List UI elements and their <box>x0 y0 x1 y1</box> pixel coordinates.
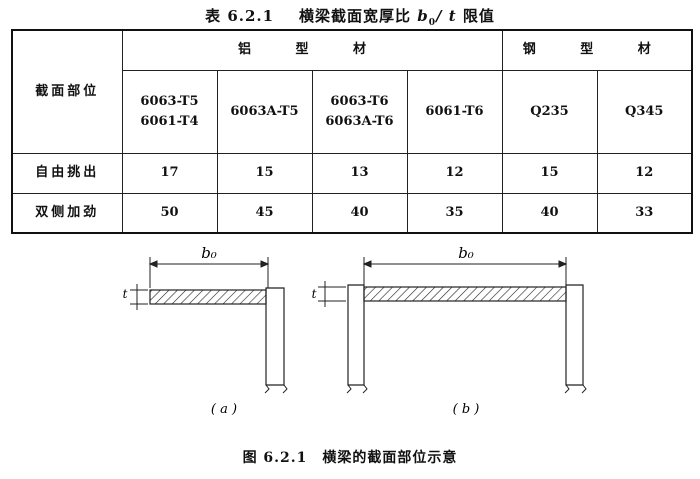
aluminum-group-header: 铝 型 材 <box>121 29 503 71</box>
table-title-text: 横梁截面宽厚比 <box>298 7 411 25</box>
row-label: 双侧加劲 <box>11 192 123 234</box>
table-cell: 40 <box>311 192 408 234</box>
thickness-marker-a <box>130 284 148 310</box>
break-mark-a <box>264 384 288 394</box>
table-cell: 50 <box>121 192 218 234</box>
b-subscript: 0 <box>428 18 436 28</box>
flange-plate-b <box>363 286 567 302</box>
table-title: 表 6.2.1 横梁截面宽厚比 b0/ t 限值 <box>0 5 700 28</box>
caption-a: ( a ) <box>211 402 237 417</box>
caption-b: ( b ) <box>453 402 480 417</box>
table-number: 表 6.2.1 <box>205 7 275 25</box>
table-title-suffix: 限值 <box>462 7 495 25</box>
left-web-plate-b <box>347 284 365 386</box>
thickness-marker-b <box>318 281 346 307</box>
t-label-b: t <box>312 287 317 301</box>
dimension-line-a <box>148 257 270 288</box>
table-cell: 13 <box>311 152 408 194</box>
table-row: 双侧加劲 50 45 40 35 40 33 <box>11 192 693 234</box>
steel-group-header: 钢 型 材 <box>501 29 693 71</box>
table-cell: 33 <box>596 192 693 234</box>
b-symbol: b <box>417 7 429 25</box>
column-header: 6061-T6 <box>406 69 503 154</box>
section-position-header: 截面部位 <box>11 29 123 154</box>
column-header: Q235 <box>501 69 598 154</box>
diagram-b: b₀ t ( b ) <box>312 244 587 417</box>
table-cell: 17 <box>121 152 218 194</box>
table-cell: 35 <box>406 192 503 234</box>
dim-label-b: b₀ <box>458 244 474 262</box>
table-row: 自由挑出 17 15 13 12 15 12 <box>11 152 693 194</box>
diagram-a: b₀ t ( a ) <box>123 244 288 417</box>
column-header: Q345 <box>596 69 693 154</box>
column-header: 6063A-T5 <box>216 69 313 154</box>
right-web-plate-b <box>565 284 584 386</box>
section-diagram: b₀ t ( a ) b₀ t ( b ) <box>123 244 587 417</box>
table-cell: 45 <box>216 192 313 234</box>
web-plate-a <box>265 287 285 386</box>
table-cell: 15 <box>216 152 313 194</box>
flange-plate-a <box>149 289 267 305</box>
table-cell: 12 <box>406 152 503 194</box>
t-label-a: t <box>123 287 128 301</box>
break-mark-b <box>346 384 587 394</box>
figure-caption: 图 6.2.1 横梁的截面部位示意 <box>242 450 458 466</box>
table-cell: 12 <box>596 152 693 194</box>
dim-label-a: b₀ <box>201 244 217 262</box>
table-cell: 40 <box>501 192 598 234</box>
row-label: 自由挑出 <box>11 152 123 194</box>
slash-t: / t <box>436 7 457 25</box>
dimension-line-b <box>362 257 568 288</box>
table-cell: 15 <box>501 152 598 194</box>
